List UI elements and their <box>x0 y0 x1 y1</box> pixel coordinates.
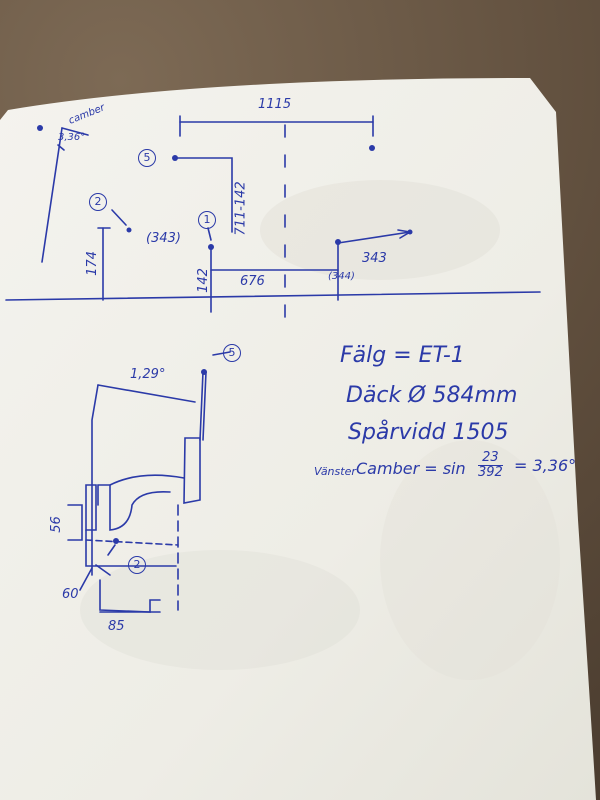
note-camber-word: Camber = sin <box>356 459 466 478</box>
dim-174: 174 <box>84 251 100 276</box>
dim-711-142: 711-142 <box>233 181 249 236</box>
camber-value: 3,36° <box>58 132 86 143</box>
note-falg: Fälg = ET-1 <box>340 343 465 368</box>
dim-1115: 1115 <box>258 97 292 112</box>
marker-5-top: 5 <box>138 149 156 167</box>
note-camber-fraction: 23 392 <box>478 450 503 481</box>
angle-1-29: 1,29° <box>130 367 166 382</box>
marker-2-top: 2 <box>89 193 107 211</box>
dim-343-left: (343) <box>146 231 181 246</box>
dim-344: (344) <box>328 271 355 282</box>
dim-56: 56 <box>48 516 64 533</box>
note-camber-prefix: Vänster <box>314 465 356 478</box>
ground-line <box>5 291 541 301</box>
dim-85: 85 <box>108 619 125 634</box>
camber-numerator: 23 <box>478 450 503 467</box>
marker-1-top: 1 <box>198 211 216 229</box>
dim-676: 676 <box>240 274 265 289</box>
note-dack: Däck Ø 584mm <box>346 383 518 408</box>
dim-343-right: 343 <box>362 251 387 266</box>
marker-2-bottom: 2 <box>128 556 146 574</box>
dim-60: 60 <box>62 587 79 602</box>
camber-denominator: 392 <box>478 465 503 481</box>
note-sparvidd: Spårvidd 1505 <box>348 420 509 445</box>
marker-5-bottom: 5 <box>223 344 241 362</box>
dim-142: 142 <box>195 268 211 293</box>
note-camber-result: = 3,36° <box>514 456 577 475</box>
